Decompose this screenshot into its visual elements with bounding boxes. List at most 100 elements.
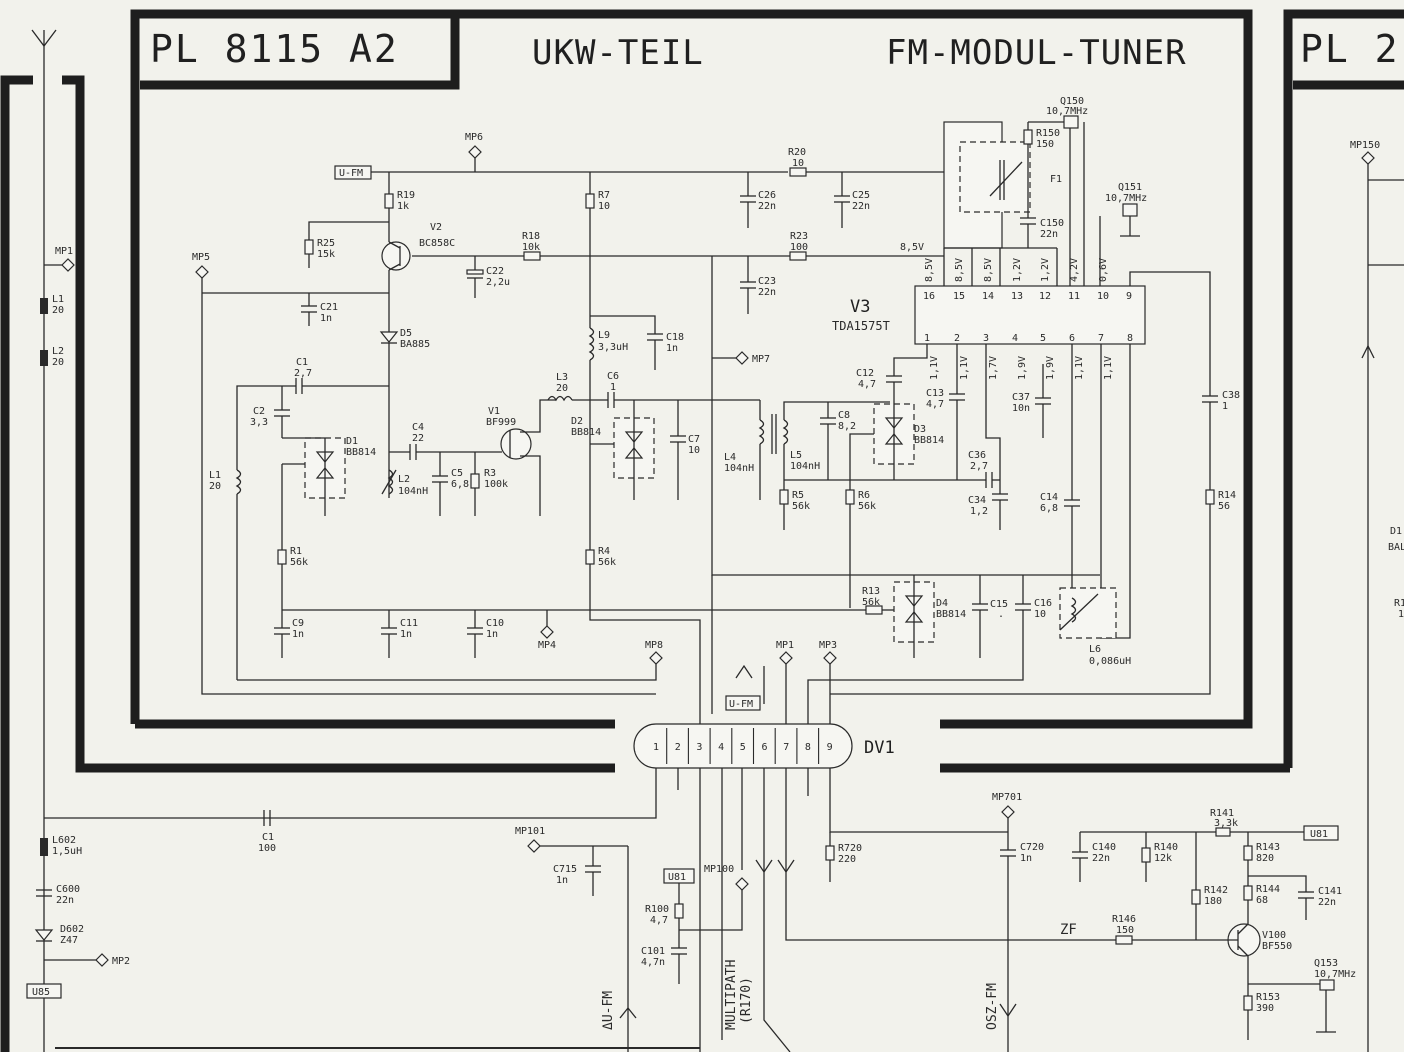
label-d4: D4	[936, 598, 948, 609]
value-r19: 1k	[397, 201, 409, 212]
value-c2: 3,3	[250, 417, 268, 428]
mp6-label: MP6	[465, 132, 483, 143]
label-l4: L4	[724, 452, 736, 463]
value-l1: 20	[209, 481, 221, 492]
label-c1b: C1	[262, 832, 274, 843]
label-r140: R140	[1154, 842, 1178, 853]
label-c141: C141	[1318, 886, 1342, 897]
value-r1-right: 1	[1398, 609, 1404, 620]
label-c10: C10	[486, 618, 504, 629]
label-c22: C22	[486, 266, 504, 277]
osz-fm-label: OSZ-FM	[985, 983, 1000, 1030]
mp4-label: MP4	[538, 640, 556, 651]
ic-top-pin-11: 11	[1068, 291, 1080, 302]
label-d602: D602	[60, 924, 84, 935]
q151-crystal-icon	[1122, 203, 1138, 217]
value-r140: 12k	[1154, 853, 1172, 864]
label-v1: V1	[488, 406, 500, 417]
value-r5: 56k	[792, 501, 810, 512]
value-c21: 1n	[320, 313, 332, 324]
label-r141: R141	[1210, 808, 1234, 819]
label-l5: L5	[790, 450, 802, 461]
mp701-label: MP701	[992, 792, 1022, 803]
ic-bottom-pin-3: 3	[983, 333, 989, 344]
ic-top-pin-15: 15	[953, 291, 965, 302]
section-title: UKW-TEIL	[532, 33, 704, 73]
value-c7: 10	[688, 445, 700, 456]
label-r4: R4	[598, 546, 610, 557]
value-l2: 104nH	[398, 486, 428, 497]
label-l1b: L1	[52, 294, 64, 305]
mp101-label: MP101	[515, 826, 545, 837]
value-d1-right: BAL	[1388, 542, 1404, 553]
u81-left-label: U81	[668, 872, 686, 883]
label-c36: C36	[968, 450, 986, 461]
value-c11: 1n	[400, 629, 412, 640]
ic-bottom-pin-5: 5	[1040, 333, 1046, 344]
value-c37: 10n	[1012, 403, 1030, 414]
value-r143: 820	[1256, 853, 1274, 864]
value-q151: 10,7MHz	[1105, 193, 1147, 204]
label-q151: Q151	[1118, 182, 1142, 193]
dv1-pin-1: 1	[653, 742, 659, 753]
label-l9: L9	[598, 330, 610, 341]
value-c720: 1n	[1020, 853, 1032, 864]
q150-crystal-icon	[1063, 115, 1079, 129]
dv1-pin-4: 4	[718, 742, 724, 753]
mp1-label: MP1	[776, 640, 794, 651]
label-c12: C12	[856, 368, 874, 379]
label-c9: C9	[292, 618, 304, 629]
value-r23: 100	[790, 242, 808, 253]
value-r144: 68	[1256, 895, 1268, 906]
value-c10: 1n	[486, 629, 498, 640]
label-c16: C16	[1034, 598, 1052, 609]
dv1-pin-9: 9	[827, 742, 833, 753]
dv1-pin-7: 7	[783, 742, 789, 753]
ic-bottom-pin-2: 2	[954, 333, 960, 344]
ic-top-volt: 1,2V	[1012, 258, 1023, 282]
ic-bottom-volt: 1,9V	[1045, 356, 1056, 380]
value-c14: 6,8	[1040, 503, 1058, 514]
ic-top-pin-10: 10	[1097, 291, 1109, 302]
mp5-label: MP5	[192, 252, 210, 263]
label-c101: C101	[641, 946, 665, 957]
value-c23: 22n	[758, 287, 776, 298]
label-d3: D3	[914, 424, 926, 435]
value-q150: 10,7MHz	[1046, 106, 1088, 117]
label-r5: R5	[792, 490, 804, 501]
value-c16: 10	[1034, 609, 1046, 620]
ic-bottom-volt: 1,1V	[959, 356, 970, 380]
value-r6: 56k	[858, 501, 876, 512]
ic-part: TDA1575T	[832, 319, 890, 333]
board-id: PL 8115 A2	[150, 27, 399, 71]
value-d602: Z47	[60, 935, 78, 946]
label-c2: C2	[253, 406, 265, 417]
value-c715: 1n	[556, 875, 568, 886]
value-c12: 4,7	[858, 379, 876, 390]
ic-top-pin-16: 16	[923, 291, 935, 302]
value-c34: 1,2	[970, 506, 988, 517]
ic-top-pin-14: 14	[982, 291, 994, 302]
value-c101: 4,7n	[641, 957, 665, 968]
value-c4: 22	[412, 433, 424, 444]
right-board-id: PL 2	[1300, 27, 1400, 71]
value-l5: 104nH	[790, 461, 820, 472]
label-c720: C720	[1020, 842, 1044, 853]
label-r25: R25	[317, 238, 335, 249]
mp7-label: MP7	[752, 354, 770, 365]
value-c6: 1	[610, 382, 616, 393]
label-l1: L1	[209, 470, 221, 481]
value-d5: BA885	[400, 339, 430, 350]
value-r20: 10	[792, 158, 804, 169]
label-c7: C7	[688, 434, 700, 445]
ic-bottom-pin-7: 7	[1098, 333, 1104, 344]
dv1-pin-3: 3	[696, 742, 702, 753]
label-q153: Q153	[1314, 958, 1338, 969]
dv1-label: DV1	[864, 738, 895, 758]
value-c9: 1n	[292, 629, 304, 640]
ic-bottom-volt: 1,9V	[1017, 356, 1028, 380]
label-l3: L3	[556, 372, 568, 383]
value-c140: 22n	[1092, 853, 1110, 864]
value-c15: .	[998, 609, 1004, 620]
